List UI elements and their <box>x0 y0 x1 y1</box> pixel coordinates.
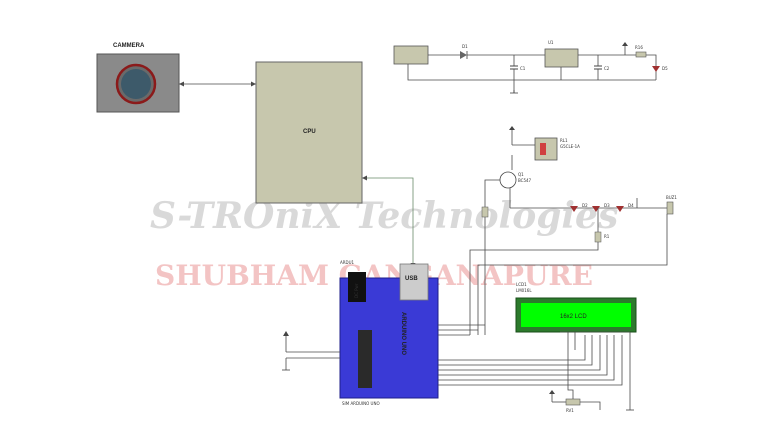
buzzer-icon <box>666 201 674 215</box>
power-arrow-icon <box>549 390 555 394</box>
cpu-label: CPU <box>303 129 316 135</box>
power-arrow-icon <box>622 42 628 46</box>
arduino-ref: ARDU1 <box>340 260 355 265</box>
camera-lens <box>121 69 151 99</box>
pot-rv1 <box>565 398 581 406</box>
svg-text:G5CLE-1A: G5CLE-1A <box>560 144 580 149</box>
relay-coil-icon <box>540 143 546 155</box>
lcd-screen <box>521 303 631 327</box>
dc-label: DC Pwr <box>354 283 359 298</box>
diode-icon <box>460 51 467 59</box>
potentiometer: RV1 <box>549 350 601 413</box>
usb-port <box>399 263 429 301</box>
arrow-right-icon <box>251 81 256 87</box>
dc-jack <box>393 45 429 65</box>
arduino-left-wires <box>282 331 340 371</box>
lcd-ref: LCD1 <box>516 282 527 287</box>
led-d2-icon <box>570 206 578 212</box>
led-d5-icon <box>652 66 660 72</box>
relay-label: RL1 <box>560 138 568 143</box>
cpu-block[interactable]: CPU <box>255 61 363 204</box>
dc-jack <box>348 272 366 302</box>
camera-label: CAMMERA <box>113 43 145 49</box>
power-arrow-icon <box>283 331 289 336</box>
arduino-board-label: ARDUINO UNO <box>400 312 406 355</box>
svg-text:D2: D2 <box>582 203 588 208</box>
power-arrow-icon <box>509 126 515 130</box>
led-d3-icon <box>592 206 600 212</box>
arduino-right-wires <box>438 324 623 386</box>
resistor-r16 <box>635 51 647 58</box>
indicator-circuit: D2 D3 D4 BUZ1 R1 <box>469 195 677 335</box>
pot-label: RV1 <box>566 408 574 413</box>
resistor-base <box>481 206 489 218</box>
regulator-u1 <box>544 48 579 68</box>
lcd-text: 16x2 LCD <box>560 314 587 320</box>
transistor-label: Q1 <box>518 172 524 177</box>
cpu-arduino-link <box>362 177 414 268</box>
power-supply-circuit: D1 U1 C1 C2 R16 D5 <box>393 40 668 94</box>
arrow-left-icon <box>179 81 184 87</box>
svg-text:BC547: BC547 <box>518 178 532 183</box>
watermark-company: S-TROniX Technologies <box>150 195 618 237</box>
arduino-footer: SIM ARDUINO UNO <box>342 401 380 406</box>
mcu-chip <box>358 330 372 388</box>
arrow-left-icon <box>362 175 367 181</box>
transistor-q1-icon <box>499 171 517 189</box>
diode-d1-label: D1 <box>462 44 468 49</box>
svg-text:R1: R1 <box>604 234 610 239</box>
regulator-label: U1 <box>548 40 554 45</box>
led-d4-icon <box>616 206 624 212</box>
svg-text:D4: D4 <box>628 203 634 208</box>
resistor-r1 <box>594 231 602 243</box>
camera-block[interactable]: CAMMERA <box>96 43 180 113</box>
cpu-body <box>255 61 363 204</box>
buzzer-label: BUZ1 <box>666 195 677 200</box>
usb-label: USB <box>405 276 418 282</box>
relay-driver-circuit: RL1 G5CLE-1A Q1 BC547 <box>481 126 580 335</box>
led-d5-label: D5 <box>662 66 668 71</box>
arduino-uno-board[interactable]: ARDU1 DC Pwr USB ARDUINO UNO SIM ARDUINO… <box>339 260 439 406</box>
cap-c2-label: C2 <box>604 66 610 71</box>
lcd-module[interactable]: LCD1 LM016L 16x2 LCD <box>515 282 637 411</box>
cap-c1-label: C1 <box>520 66 526 71</box>
svg-text:LM016L: LM016L <box>516 288 532 293</box>
resistor-r16-label: R16 <box>635 45 643 50</box>
svg-text:D3: D3 <box>604 203 610 208</box>
